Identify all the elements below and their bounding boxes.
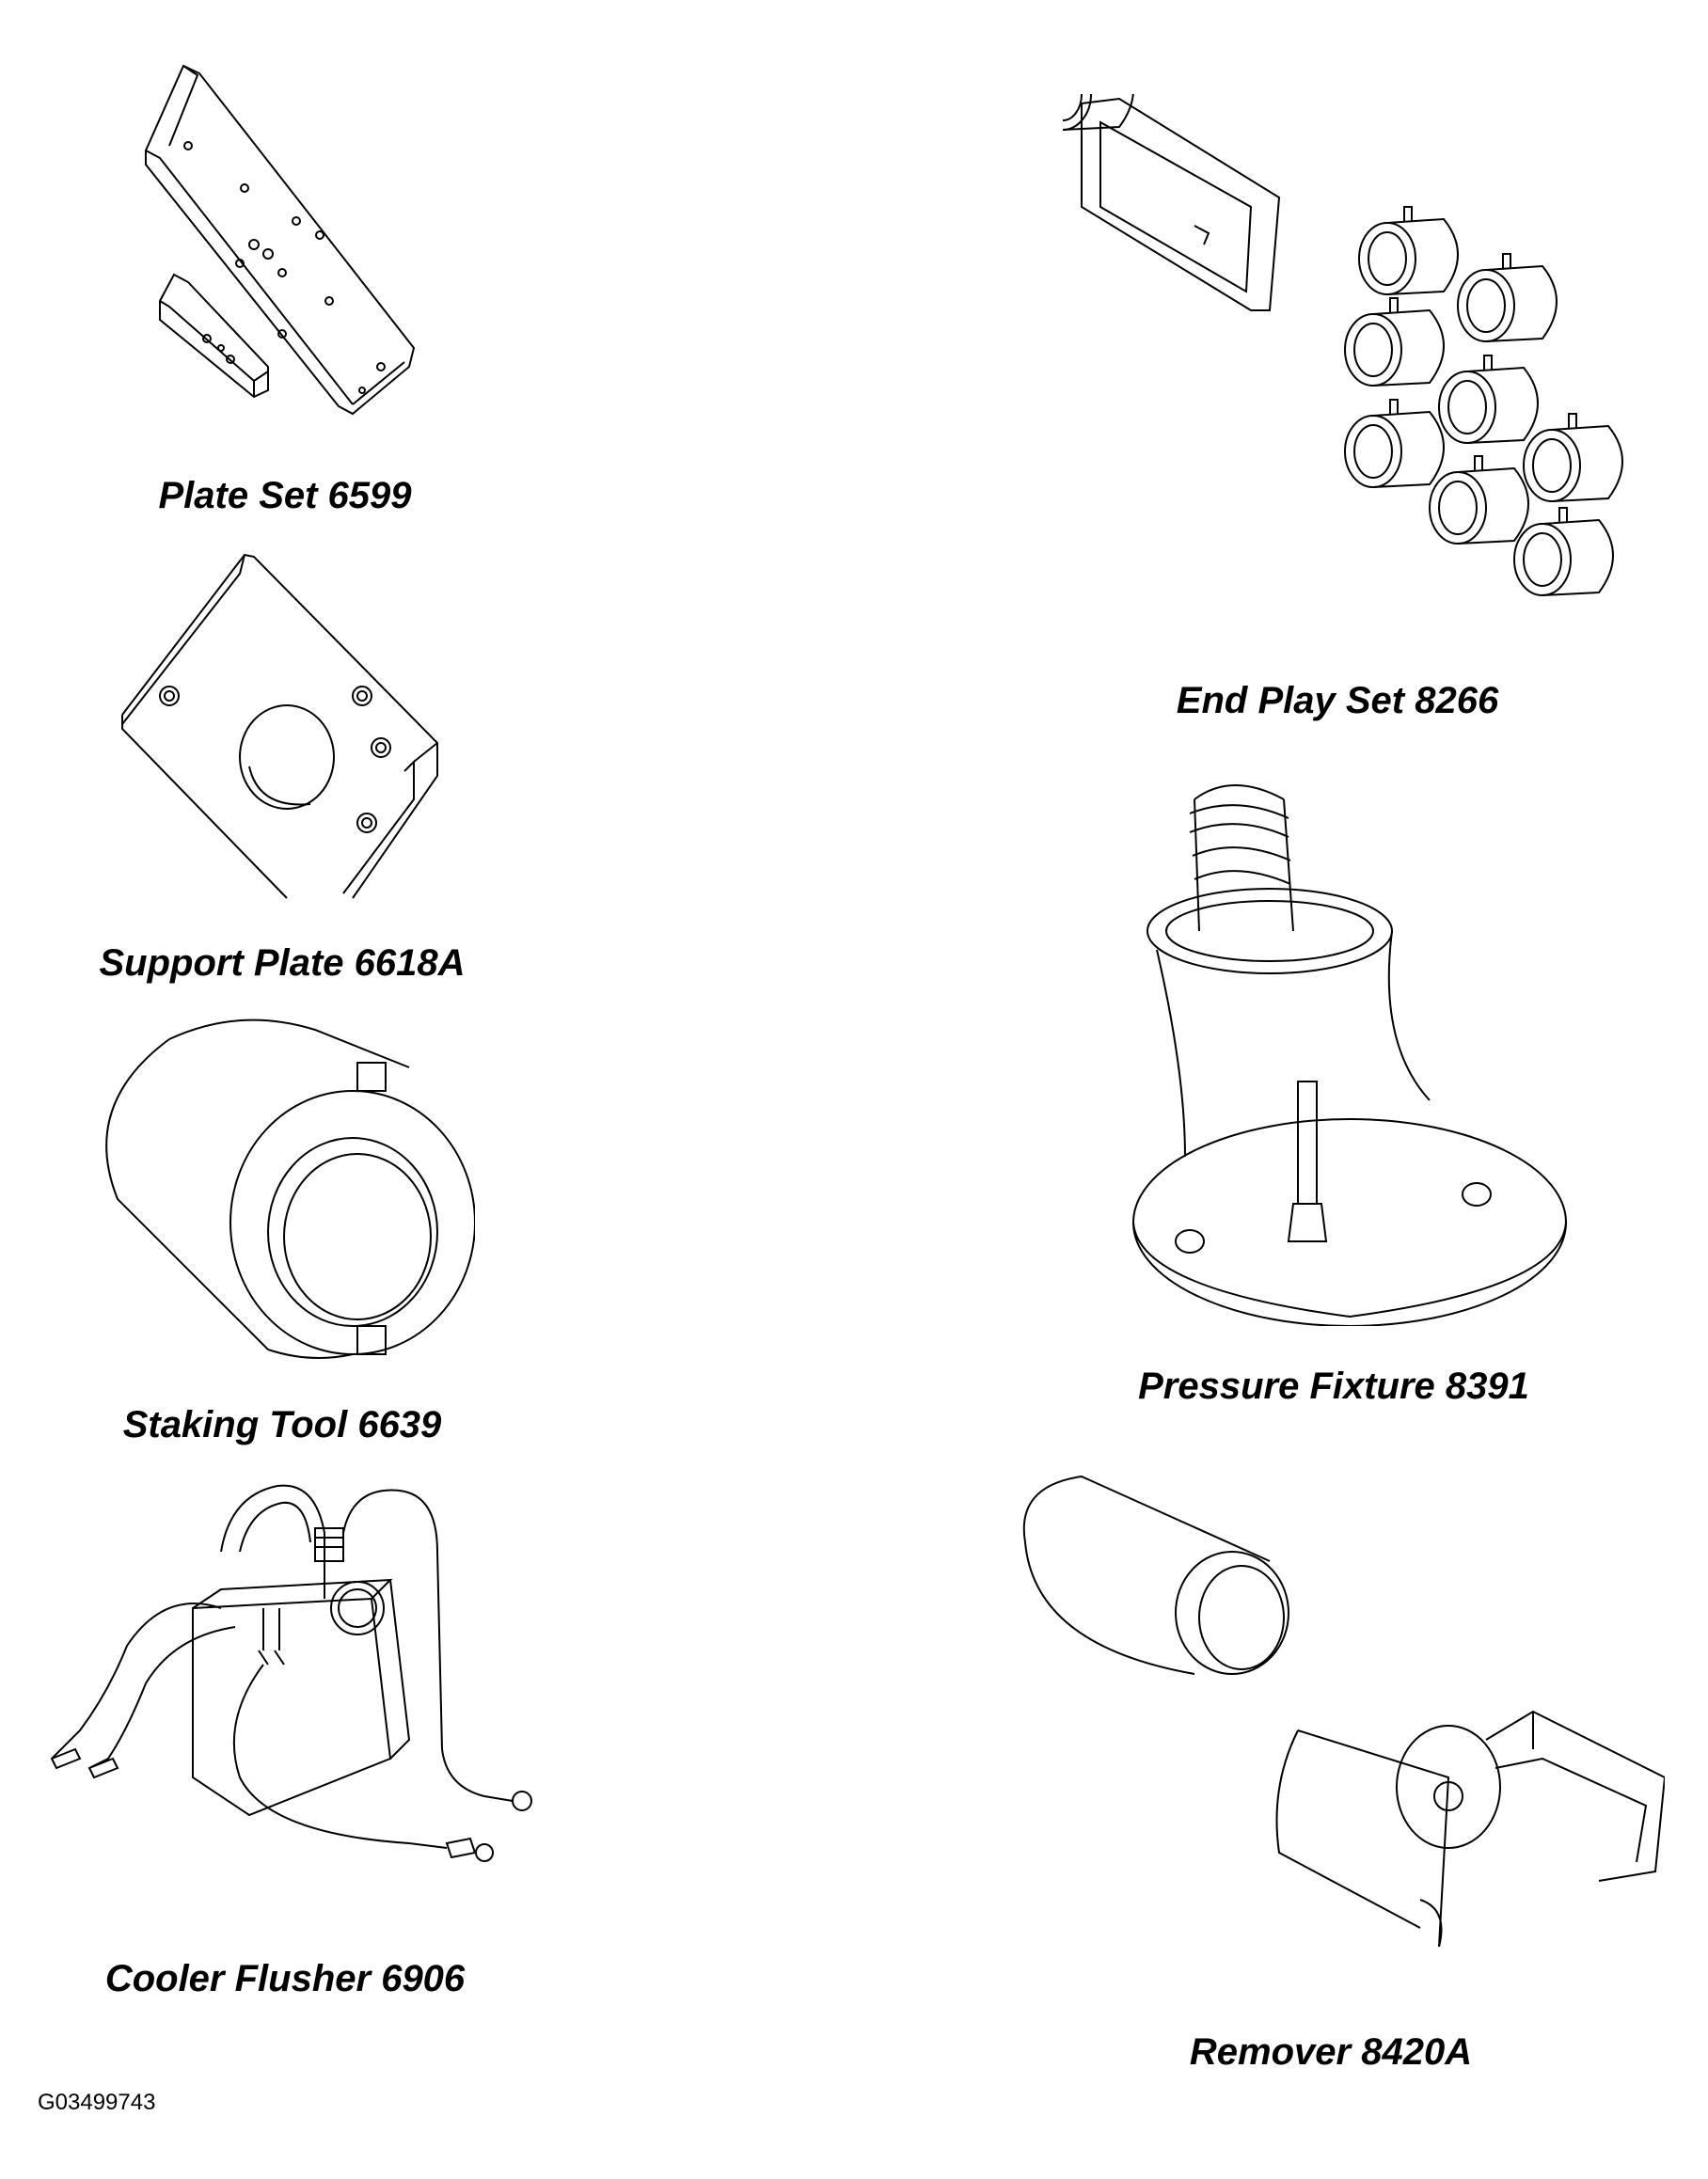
plate-set-icon xyxy=(132,56,433,433)
figure-id: G03499743 xyxy=(38,2090,156,2115)
end-play-set-icon xyxy=(1063,94,1627,621)
remover-icon xyxy=(1006,1458,1665,1947)
caption-support-plate: Support Plate 6618A xyxy=(99,942,466,984)
caption-plate-set: Plate Set 6599 xyxy=(158,475,412,516)
pressure-fixture-icon xyxy=(1129,762,1580,1326)
cooler-flusher-icon xyxy=(33,1476,541,1890)
caption-end-play-set: End Play Set 8266 xyxy=(1176,680,1499,721)
caption-remover: Remover 8420A xyxy=(1189,2031,1473,2073)
support-plate-icon xyxy=(113,545,461,903)
staking-tool-icon xyxy=(99,1011,475,1368)
caption-staking-tool: Staking Tool 6639 xyxy=(122,1404,442,1445)
caption-pressure-fixture: Pressure Fixture 8391 xyxy=(1138,1366,1529,1407)
caption-cooler-flusher: Cooler Flusher 6906 xyxy=(104,1958,466,1999)
